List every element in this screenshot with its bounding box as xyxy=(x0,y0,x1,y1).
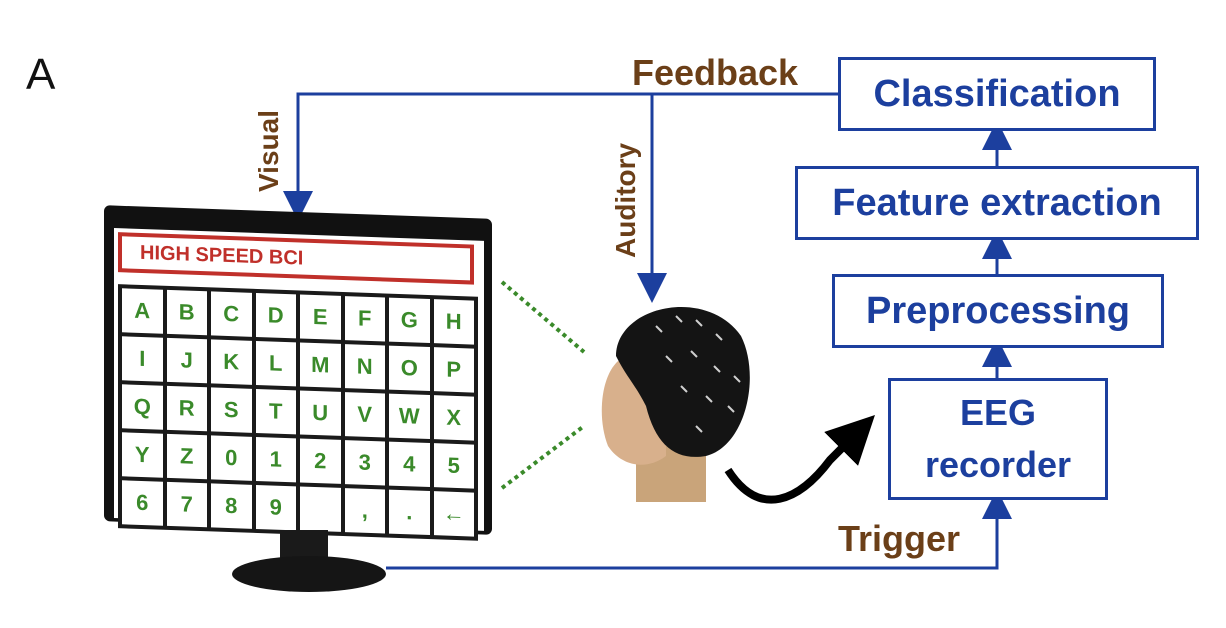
speller-key: R xyxy=(166,385,207,432)
speller-title: HIGH SPEED BCI xyxy=(118,232,474,285)
speller-key: G xyxy=(389,297,430,344)
trigger-line xyxy=(386,489,1012,570)
speller-key: L xyxy=(255,340,296,387)
auditory-label: Auditory xyxy=(610,142,641,258)
monitor-stand-neck xyxy=(280,530,328,560)
speller-key: E xyxy=(300,294,341,340)
speller-key: 7 xyxy=(166,481,207,528)
speller-key: J xyxy=(166,337,207,384)
speller-key: 5 xyxy=(433,443,474,489)
speller-key: X xyxy=(433,395,474,441)
speller-key: U xyxy=(300,390,341,436)
classification-box: Classification xyxy=(838,57,1156,131)
speller-key: 6 xyxy=(122,480,163,526)
speller-key: 9 xyxy=(255,484,296,531)
eeg-recorder-box: EEG recorder xyxy=(888,378,1108,500)
speller-key: M xyxy=(300,342,341,388)
speller-key: D xyxy=(255,292,296,339)
feedback-line xyxy=(283,92,838,221)
speller-key: W xyxy=(389,393,430,440)
speller-key: Z xyxy=(166,433,207,480)
speller-key: 8 xyxy=(211,483,252,529)
speller-key: H xyxy=(433,299,474,345)
preprocessing-box: Preprocessing xyxy=(832,274,1164,348)
speller-key: V xyxy=(344,392,385,438)
monitor-stand-base xyxy=(232,556,386,592)
speller-key: , xyxy=(344,488,385,534)
speller-key: Q xyxy=(122,384,163,430)
speller-key: I xyxy=(122,336,163,382)
visual-label: Visual xyxy=(253,110,284,192)
speller-key xyxy=(300,486,341,532)
eeg-cap-head-image xyxy=(601,307,750,502)
speller-key: A xyxy=(122,288,163,334)
speller-key: P xyxy=(433,347,474,393)
gaze-line-top xyxy=(500,280,586,354)
speller-key: 4 xyxy=(389,441,430,488)
trigger-label: Trigger xyxy=(838,518,961,559)
panel-label: A xyxy=(26,50,56,99)
speller-key: F xyxy=(344,296,385,342)
speller-key: 2 xyxy=(300,438,341,484)
speller-key: N xyxy=(344,344,385,390)
eeg-cable-arrow xyxy=(724,415,875,504)
speller-key: 1 xyxy=(255,436,296,483)
speller-key: K xyxy=(211,339,252,385)
feature-extraction-box: Feature extraction xyxy=(795,166,1199,240)
speller-key: 3 xyxy=(344,440,385,486)
speller-key: . xyxy=(389,489,430,536)
speller-key: Y xyxy=(122,432,163,478)
speller-key: S xyxy=(211,387,252,433)
speller-key: 0 xyxy=(211,435,252,481)
speller-key: C xyxy=(211,291,252,337)
speller-key: T xyxy=(255,388,296,435)
speller-key: B xyxy=(166,289,207,336)
gaze-line-bottom xyxy=(500,424,586,490)
feedback-label: Feedback xyxy=(632,52,799,93)
speller-key: ← xyxy=(433,491,474,537)
speller-key: O xyxy=(389,345,430,392)
